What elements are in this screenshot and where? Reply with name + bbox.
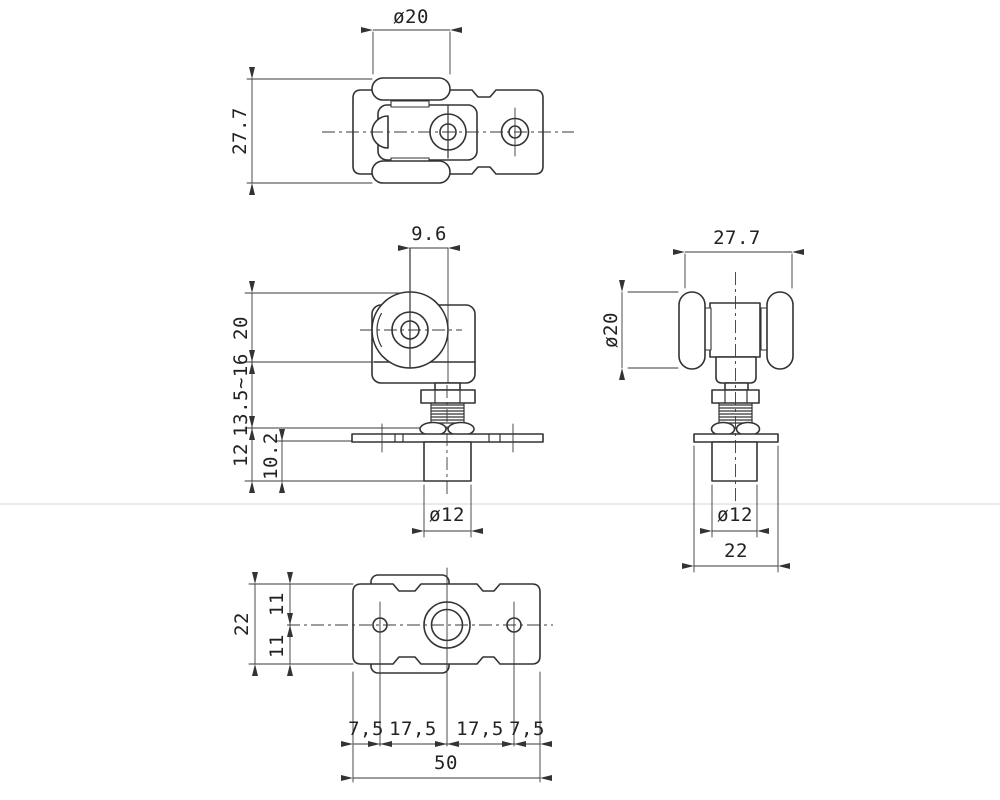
side-view: 27.7 ø20 ø12 22 <box>600 227 804 573</box>
dim-front-inner-segment: 10.2 <box>260 432 282 480</box>
front-view-rear-roller-arc <box>376 312 382 348</box>
dim-front-adjust-range: 13.5~16 <box>230 353 252 437</box>
side-view-plate <box>693 433 779 443</box>
dim-bottom-edge-left: 7,5 <box>348 718 384 740</box>
top-view: ø20 27.7 <box>229 6 574 195</box>
dim-front-stem-diameter: ø12 <box>429 504 465 526</box>
front-view-nut <box>420 389 476 404</box>
dim-side-stem-diameter: ø12 <box>717 504 753 526</box>
side-view-roller-right <box>766 291 794 370</box>
top-view-washer-strip-top <box>390 100 430 108</box>
dim-side-plate-width: 22 <box>724 540 748 562</box>
dim-bottom-overall-width: 50 <box>434 752 458 774</box>
side-view-roller-left <box>678 291 706 370</box>
front-view-neck <box>434 382 461 391</box>
dim-front-hub-offset: 9.6 <box>411 223 447 245</box>
side-view-neck <box>724 382 749 391</box>
dim-side-overall-width: 27.7 <box>713 227 761 249</box>
dim-top-roller-diameter: ø20 <box>393 6 429 28</box>
dim-bottom-half-front: 11 <box>266 592 288 616</box>
dim-bottom-edge-right: 7,5 <box>509 718 545 740</box>
side-view-stem <box>711 441 758 482</box>
dim-front-lower-segment: 12 <box>230 443 252 467</box>
dim-bottom-mid-left: 17,5 <box>389 718 437 740</box>
dim-front-wheel-segment: 20 <box>230 316 252 340</box>
bottom-view: 7,5 17,5 17,5 7,5 50 22 11 11 <box>231 567 553 783</box>
top-view-roller-top <box>371 77 451 101</box>
front-view-stem <box>423 441 472 482</box>
front-view-thread <box>430 402 465 425</box>
dim-bottom-plate-depth: 22 <box>231 612 253 636</box>
side-view-body-lower <box>715 356 757 384</box>
dim-top-overall-height: 27.7 <box>229 107 251 155</box>
dim-bottom-half-back: 11 <box>266 634 288 658</box>
dim-side-roller-diameter: ø20 <box>600 312 622 348</box>
side-view-body-upper <box>709 302 761 358</box>
front-view: 9.6 20 13.5~16 12 10.2 ø12 <box>230 223 544 538</box>
top-view-roller-bottom <box>371 160 451 184</box>
dim-bottom-mid-right: 17,5 <box>456 718 504 740</box>
front-view-plate <box>351 433 544 443</box>
